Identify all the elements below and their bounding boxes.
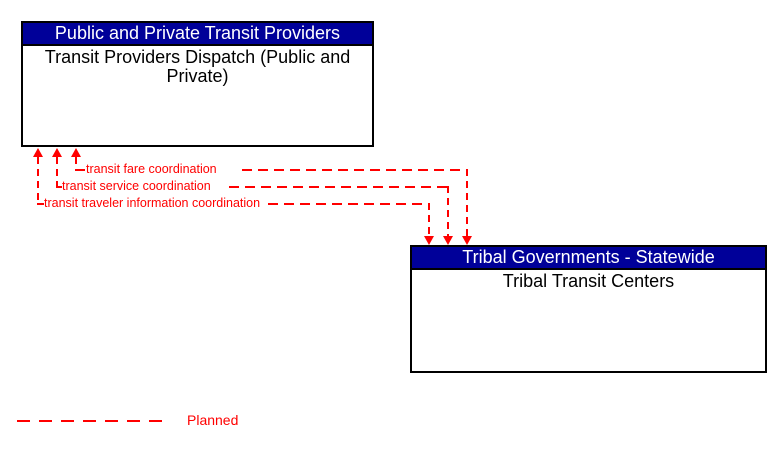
legend-label: Planned	[187, 412, 239, 428]
arrow-up-icon	[71, 148, 81, 157]
entity-element-label[interactable]: Transit Providers Dispatch (Public and P…	[44, 47, 351, 86]
flow-line-corner	[37, 203, 44, 205]
flow-line-segment	[242, 169, 468, 171]
flow-label[interactable]: transit service coordination	[62, 179, 211, 193]
entity-element-label[interactable]: Tribal Transit Centers	[502, 271, 675, 291]
flow-label[interactable]: transit traveler information coordinatio…	[44, 196, 261, 210]
arrow-down-icon	[443, 236, 453, 245]
flow-line-segment	[56, 157, 58, 188]
flow-line-segment	[447, 186, 449, 237]
flow-line-segment	[37, 157, 39, 205]
flow-line-segment	[466, 169, 468, 237]
entity-box-tribal-governments-statewide[interactable]: Tribal Governments - Statewide Tribal Tr…	[410, 245, 767, 373]
flow-line-segment	[75, 157, 77, 171]
flow-line-segment	[268, 203, 430, 205]
flow-line-segment	[229, 186, 449, 188]
entity-box-public-private-transit-providers[interactable]: Public and Private Transit Providers Tra…	[21, 21, 374, 147]
arrow-up-icon	[52, 148, 62, 157]
flow-line-corner	[56, 186, 62, 188]
legend-dashed-line	[17, 420, 171, 422]
flow-line-corner	[75, 169, 85, 171]
entity-header[interactable]: Public and Private Transit Providers	[23, 23, 372, 46]
entity-header[interactable]: Tribal Governments - Statewide	[412, 247, 765, 270]
arrow-down-icon	[462, 236, 472, 245]
flow-label[interactable]: transit fare coordination	[86, 162, 217, 176]
arrow-down-icon	[424, 236, 434, 245]
arrow-up-icon	[33, 148, 43, 157]
flow-line-segment	[428, 203, 430, 237]
